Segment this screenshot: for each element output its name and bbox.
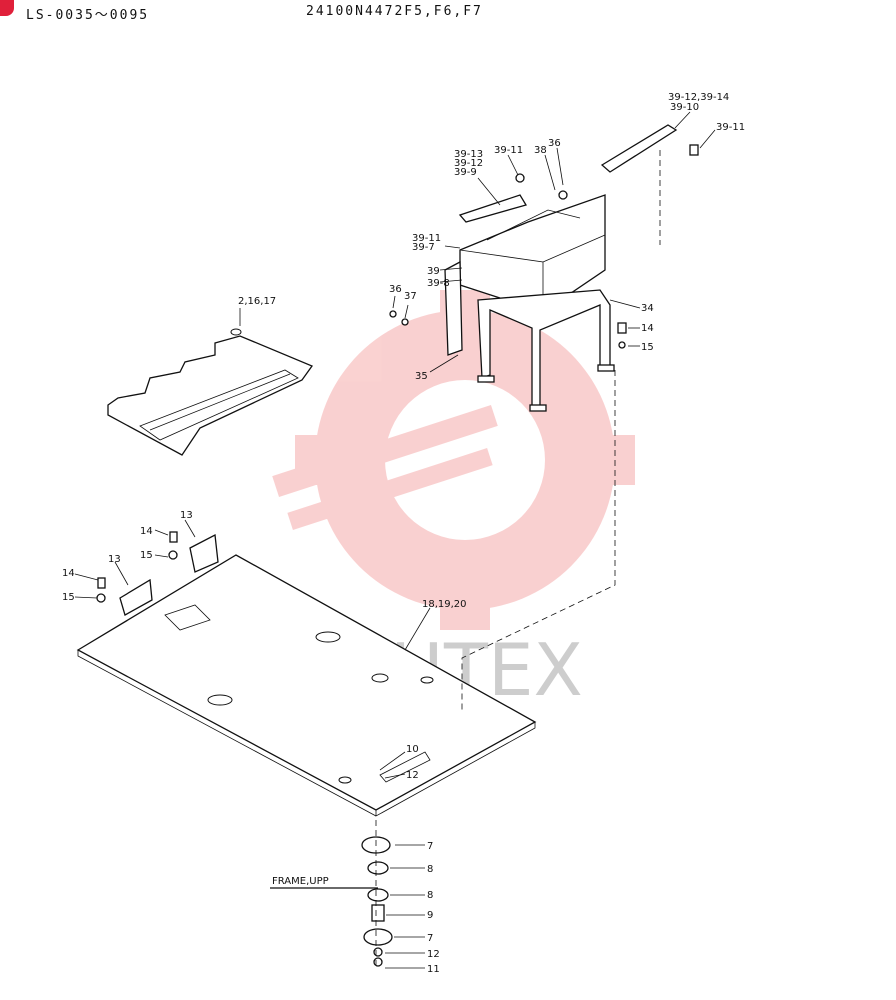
floor-mat xyxy=(107,328,314,456)
box-assembly xyxy=(389,124,699,710)
callout-2-16-17: 2,16,17 xyxy=(238,296,276,307)
bracket-left xyxy=(96,531,219,616)
callout-9: 9 xyxy=(427,910,433,921)
callout-34: 34 xyxy=(641,303,654,314)
leader-lines xyxy=(74,111,716,969)
callout-labels: 39-12,39-14 39-10 39-11 39-13 39-12 39-9… xyxy=(62,92,745,975)
callout-12: 12 xyxy=(406,770,419,781)
corner-mark xyxy=(0,0,14,16)
callout-7: 7 xyxy=(427,841,433,852)
callout-11: 11 xyxy=(427,964,440,975)
callout-39-7: 39-7 xyxy=(412,242,435,253)
callout-14: 14 xyxy=(62,568,75,579)
part-number-label: 24100N4472F5,F6,F7 xyxy=(306,4,483,19)
callout-39-9: 39-9 xyxy=(454,167,477,178)
callout-38: 38 xyxy=(534,145,547,156)
callout-39-11: 39-11 xyxy=(716,122,745,133)
callout-39: 39 xyxy=(427,266,440,277)
callout-8: 8 xyxy=(427,864,433,875)
callout-14: 14 xyxy=(140,526,153,537)
callout-15: 15 xyxy=(140,550,153,561)
callout-39-11: 39-11 xyxy=(494,145,523,156)
callout-39-13: 39-13 xyxy=(454,149,483,160)
callout-13: 13 xyxy=(108,554,121,565)
callout-10: 10 xyxy=(406,744,419,755)
callout-36: 36 xyxy=(389,284,402,295)
callout-39-12: 39-12 xyxy=(454,158,483,169)
mount-stack xyxy=(361,820,393,967)
callout-37: 37 xyxy=(404,291,417,302)
serial-range-label: LS-0035～0095 xyxy=(26,8,150,23)
callout-39-12-39-14: 39-12,39-14 xyxy=(668,92,729,103)
callout-7: 7 xyxy=(427,933,433,944)
callout-39-10: 39-10 xyxy=(670,102,699,113)
callout-frame-upp: FRAME,UPP xyxy=(272,876,329,887)
floor-plate xyxy=(76,554,537,817)
callout-14: 14 xyxy=(641,323,654,334)
callout-15: 15 xyxy=(62,592,75,603)
callout-39-11: 39-11 xyxy=(412,233,441,244)
callout-8: 8 xyxy=(427,890,433,901)
callout-12: 12 xyxy=(427,949,440,960)
callout-39-8: 39-8 xyxy=(427,278,450,289)
callout-18-19-20: 18,19,20 xyxy=(422,599,467,610)
callout-36: 36 xyxy=(548,138,561,149)
callout-15: 15 xyxy=(641,342,654,353)
callout-13: 13 xyxy=(180,510,193,521)
callout-35: 35 xyxy=(415,371,428,382)
